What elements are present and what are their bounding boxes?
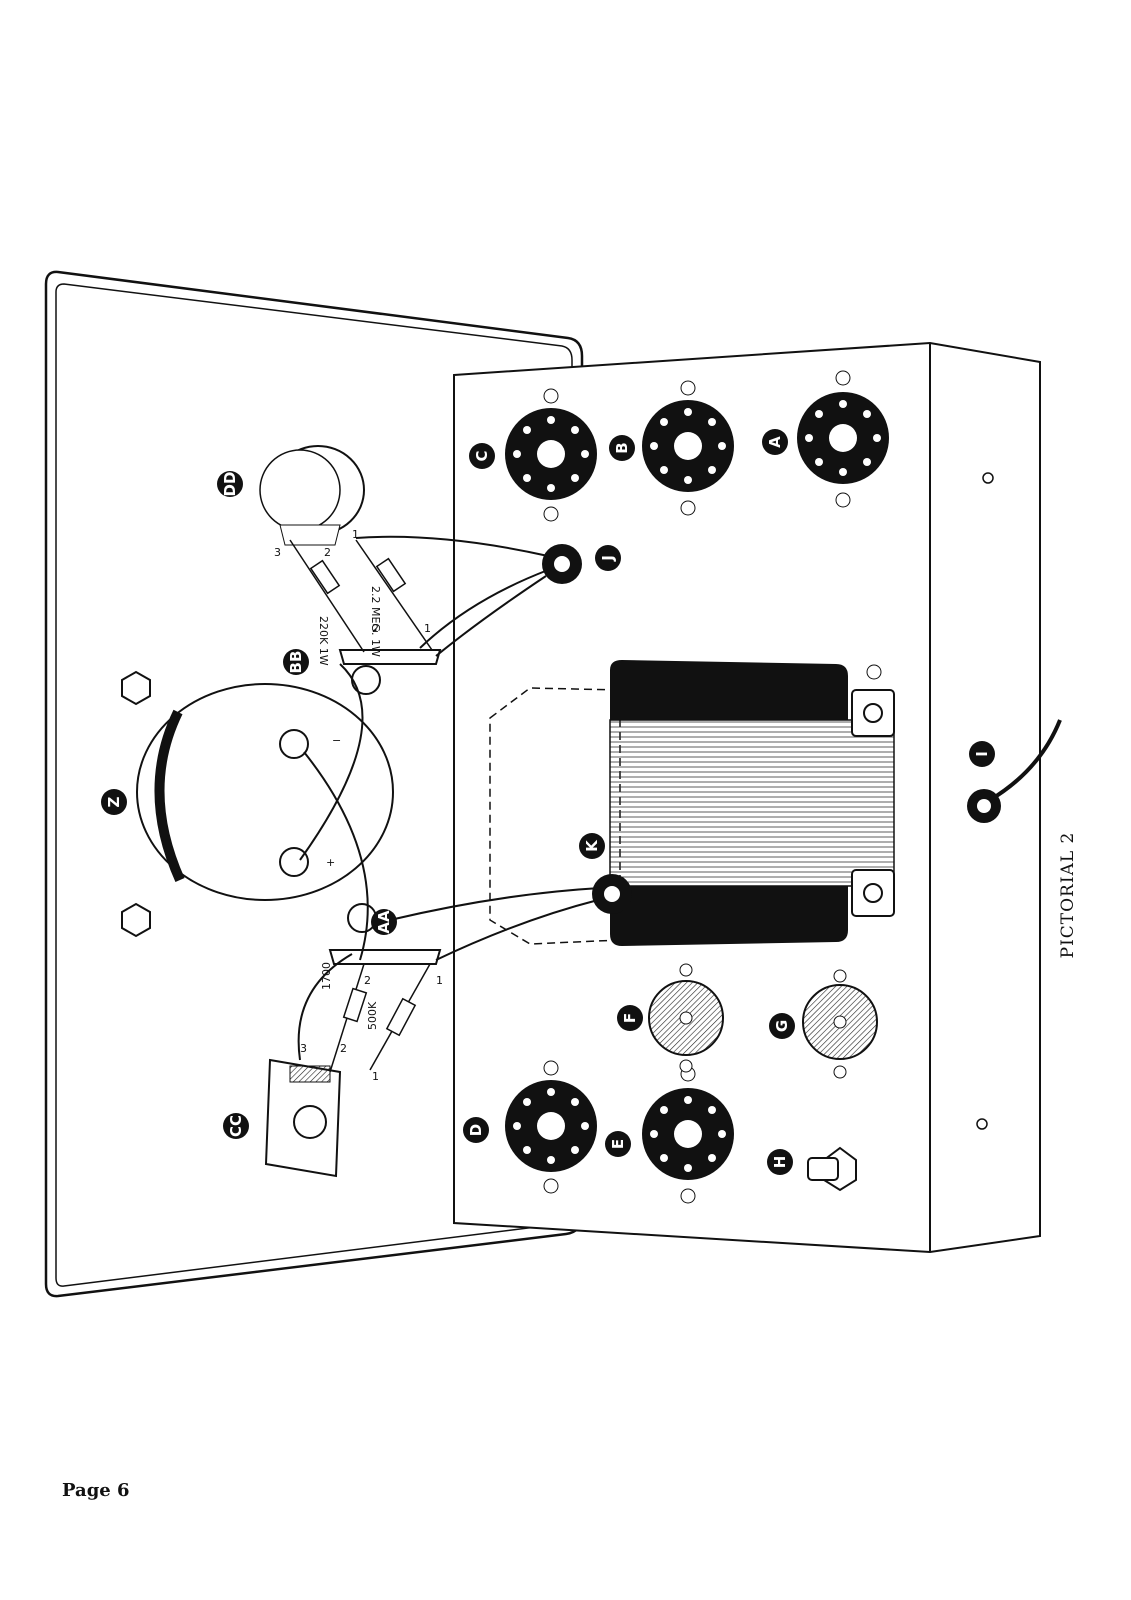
label-h: H (767, 1149, 793, 1175)
grommet-j (542, 544, 582, 584)
dd-lug-1: 1 (352, 528, 359, 541)
terminal-strip-bb (338, 649, 442, 695)
capacitor-z: − + (136, 683, 394, 901)
socket-f (648, 963, 724, 1073)
label-z: Z (101, 789, 127, 815)
dd-lug-2: 2 (324, 546, 331, 559)
socket-b (642, 380, 734, 516)
svg-text:H: H (771, 1156, 789, 1169)
terminal-strip-aa (328, 903, 442, 965)
label-f: F (617, 1005, 643, 1031)
label-dd: DD (217, 471, 243, 497)
svg-text:DD: DD (221, 472, 239, 497)
panel-screws (121, 670, 151, 938)
label-c: C (469, 443, 495, 469)
svg-text:AA: AA (375, 910, 393, 934)
label-b: B (609, 435, 635, 461)
grommet-i (967, 719, 1062, 823)
label-d: D (463, 1117, 489, 1143)
cc-lug-3: 3 (300, 1042, 307, 1055)
potentiometer-cc (264, 1058, 342, 1178)
cap-plus-mark: + (326, 856, 335, 869)
cc-lug-2: 2 (340, 1042, 347, 1055)
svg-text:I: I (973, 751, 991, 757)
cap-minus-mark: − (332, 734, 341, 747)
r-500k-label: 500K (366, 1001, 379, 1030)
r-220k-label: 220K 1W (317, 616, 330, 666)
socket-e (642, 1066, 734, 1204)
svg-text:F: F (621, 1013, 639, 1023)
label-k: K (579, 833, 605, 859)
socket-c (505, 388, 597, 522)
component-labels: A B C D E F G H I J K Z AA BB CC DD (101, 429, 995, 1175)
label-g: G (769, 1013, 795, 1039)
aa-lug-1: 1 (436, 974, 443, 987)
bb-lug-1: 1 (424, 622, 431, 635)
cc-lug-1: 1 (372, 1070, 379, 1083)
svg-text:K: K (583, 839, 601, 852)
label-cc: CC (223, 1113, 249, 1139)
svg-text:B: B (613, 442, 631, 453)
socket-a (797, 370, 889, 508)
label-a: A (762, 429, 788, 455)
bb-lug-2: 2 (372, 622, 379, 635)
label-i: I (969, 741, 995, 767)
svg-text:BB: BB (287, 651, 305, 674)
page-number: Page 6 (62, 1480, 130, 1501)
wires (297, 535, 601, 1061)
svg-text:CC: CC (227, 1115, 245, 1137)
grommet-k (592, 874, 632, 914)
label-bb: BB (283, 649, 309, 675)
resistors: 220K 1W 2.2 MEG. 1W 1700 500K (289, 539, 433, 1073)
svg-text:E: E (609, 1139, 627, 1149)
svg-text:G: G (773, 1020, 791, 1032)
label-e: E (605, 1131, 631, 1157)
label-j: J (595, 545, 621, 571)
lug-numbers: 3 2 1 2 1 2 1 3 2 1 (274, 528, 443, 1083)
svg-text:D: D (467, 1124, 485, 1136)
fuse-holder-h (807, 1146, 857, 1192)
svg-text:A: A (766, 436, 784, 448)
dd-lug-3: 3 (274, 546, 281, 559)
aa-lug-2: 2 (364, 974, 371, 987)
potentiometer-dd (259, 445, 365, 546)
socket-g (802, 969, 878, 1079)
svg-text:J: J (599, 555, 617, 562)
svg-text:Z: Z (105, 796, 123, 807)
figure-caption: PICTORIAL 2 (1058, 831, 1078, 959)
svg-text:C: C (473, 450, 491, 461)
power-transformer (489, 660, 895, 946)
label-aa: AA (371, 909, 397, 935)
r-1700-label: 1700 (320, 962, 333, 990)
socket-d (505, 1060, 597, 1194)
r-22meg-label: 2.2 MEG. 1W (369, 586, 382, 657)
